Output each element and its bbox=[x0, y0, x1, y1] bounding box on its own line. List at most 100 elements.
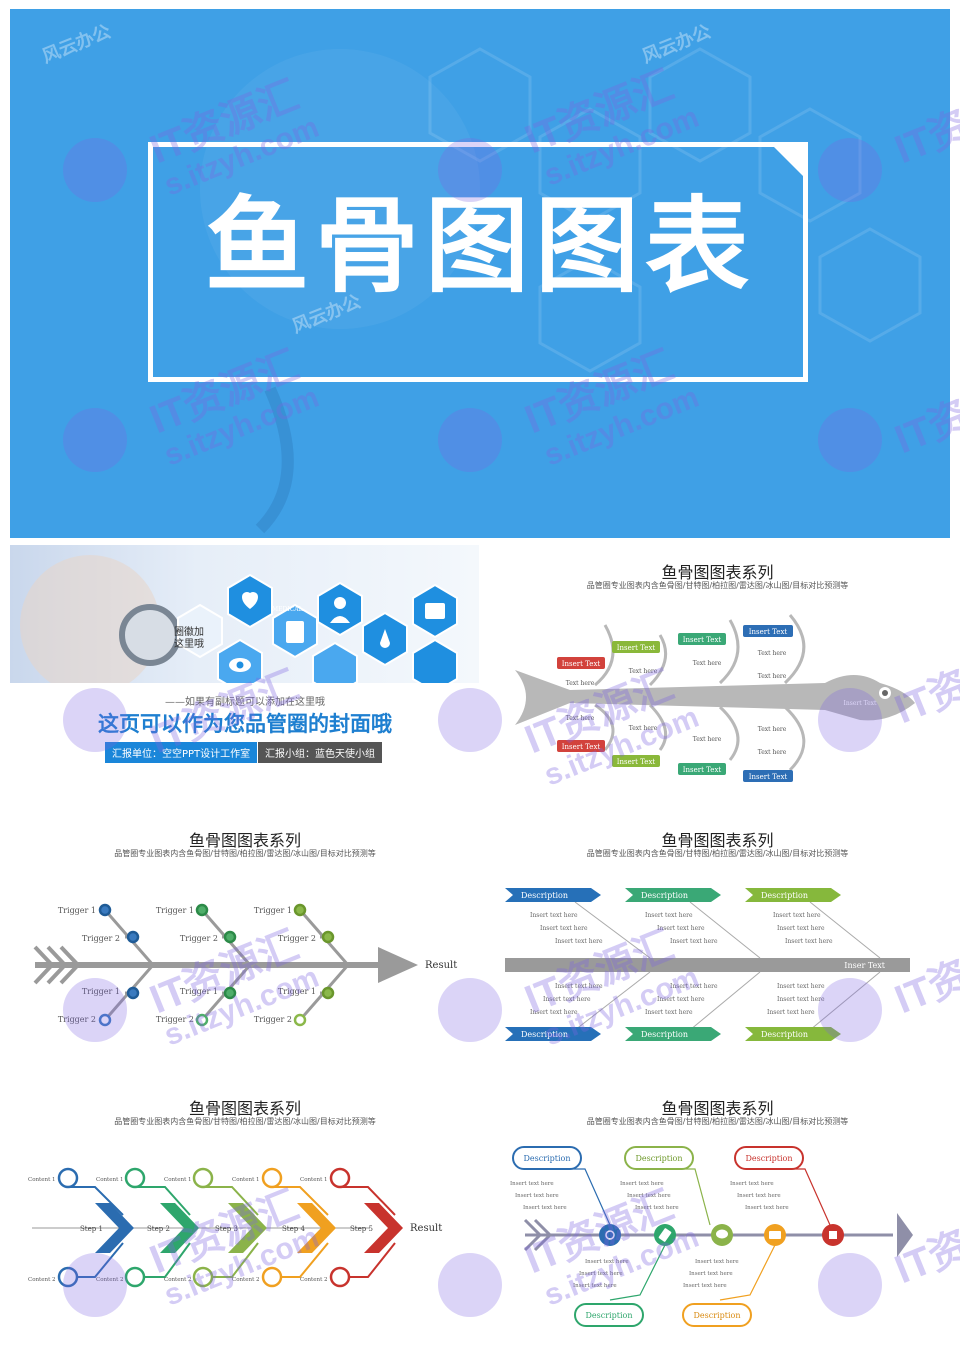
svg-text:Insert text here: Insert text here bbox=[510, 1181, 554, 1187]
svg-text:Insert text here: Insert text here bbox=[620, 1181, 664, 1187]
slide-description-fishbone[interactable]: 鱼骨图图表系列 品管圈专业图表内含鱼骨图/甘特图/柏拉图/雷达图/冰山图/目标对… bbox=[485, 815, 950, 1055]
svg-text:Insert text here: Insert text here bbox=[530, 1009, 578, 1016]
svg-text:Step 3: Step 3 bbox=[215, 1225, 238, 1233]
svg-text:Description: Description bbox=[521, 891, 568, 900]
slide-title: 鱼骨图图表系列 bbox=[661, 831, 774, 850]
cover-subtitle: ——如果有副标题可以添加在这里哦 bbox=[165, 697, 325, 708]
svg-text:Insert text here: Insert text here bbox=[573, 1283, 617, 1289]
cover-tag-group: 汇报小组：蓝色天使小组 bbox=[258, 742, 382, 763]
svg-text:Insert text here: Insert text here bbox=[730, 1181, 774, 1187]
cover-tag-unit: 汇报单位：空空PPT设计工作室 bbox=[105, 742, 258, 763]
svg-text:Step 1: Step 1 bbox=[80, 1225, 103, 1233]
slide-fish-shape[interactable]: 鱼骨图图表系列 品管圈专业图表内含鱼骨图/甘特图/柏拉图/雷达图/冰山图/目标对… bbox=[485, 545, 950, 785]
slide-title: 鱼骨图图表系列 bbox=[661, 1099, 774, 1118]
svg-text:Insert text here: Insert text here bbox=[585, 1259, 629, 1265]
svg-text:Text here: Text here bbox=[758, 650, 787, 657]
svg-text:Insert text here: Insert text here bbox=[635, 1205, 679, 1211]
svg-text:Insert text here: Insert text here bbox=[543, 996, 591, 1003]
svg-text:Insert Text: Insert Text bbox=[844, 700, 878, 707]
slide-title: 鱼骨图图表系列 bbox=[661, 563, 774, 582]
svg-text:Content 2: Content 2 bbox=[96, 1277, 124, 1283]
svg-text:Trigger 1: Trigger 1 bbox=[254, 906, 292, 915]
result-label: Result bbox=[410, 1223, 442, 1234]
svg-text:Insert Text: Insert Text bbox=[562, 743, 601, 751]
svg-text:Step 5: Step 5 bbox=[350, 1225, 373, 1233]
frame-corner-icon bbox=[774, 147, 804, 177]
slide-subtitle: 品管圈专业图表内含鱼骨图/甘特图/柏拉图/雷达图/冰山图/目标对比预测等 bbox=[114, 849, 376, 858]
svg-text:Trigger 2: Trigger 2 bbox=[82, 934, 120, 943]
svg-text:Text here: Text here bbox=[566, 680, 595, 687]
svg-text:Insert text here: Insert text here bbox=[670, 938, 718, 945]
result-label: Result bbox=[425, 960, 457, 971]
svg-text:Insert text here: Insert text here bbox=[785, 938, 833, 945]
svg-text:Insert text here: Insert text here bbox=[777, 925, 825, 932]
svg-text:Insert text here: Insert text here bbox=[767, 1009, 815, 1016]
svg-text:Insert text here: Insert text here bbox=[579, 1271, 623, 1277]
svg-text:Insert text here: Insert text here bbox=[540, 925, 588, 932]
svg-text:Content 1: Content 1 bbox=[300, 1177, 328, 1183]
svg-text:Text here: Text here bbox=[566, 715, 595, 722]
svg-text:Insert text here: Insert text here bbox=[670, 983, 718, 990]
slide-subtitle: 品管圈专业图表内含鱼骨图/甘特图/柏拉图/雷达图/冰山图/目标对比预测等 bbox=[114, 1117, 376, 1126]
svg-text:Step 2: Step 2 bbox=[147, 1225, 170, 1233]
svg-text:Insert text here: Insert text here bbox=[657, 996, 705, 1003]
hero-title: 鱼骨图图表 bbox=[204, 185, 755, 307]
svg-text:Insert Text: Insert Text bbox=[683, 636, 722, 644]
svg-text:Insert text here: Insert text here bbox=[530, 912, 578, 919]
svg-text:Content 2: Content 2 bbox=[232, 1277, 260, 1283]
svg-text:Insert text here: Insert text here bbox=[745, 1205, 789, 1211]
medical-hexagon-graphic: MEDICAL bbox=[20, 555, 458, 697]
svg-text:Description: Description bbox=[641, 891, 688, 900]
svg-text:Insert text here: Insert text here bbox=[777, 996, 825, 1003]
svg-text:Description: Description bbox=[524, 1154, 571, 1163]
svg-text:Insert text here: Insert text here bbox=[555, 938, 603, 945]
svg-text:Text here: Text here bbox=[629, 668, 658, 675]
slide-steps-fishbone[interactable]: 鱼骨图图表系列 品管圈专业图表内含鱼骨图/甘特图/柏拉图/雷达图/冰山图/目标对… bbox=[10, 1085, 480, 1325]
svg-text:Trigger 1: Trigger 1 bbox=[180, 987, 218, 996]
slide-subtitle: 品管圈专业图表内含鱼骨图/甘特图/柏拉图/雷达图/冰山图/目标对比预测等 bbox=[586, 581, 849, 590]
slide-title: 鱼骨图图表系列 bbox=[188, 831, 301, 850]
svg-text:Trigger 2: Trigger 2 bbox=[180, 934, 218, 943]
svg-text:Insert text here: Insert text here bbox=[773, 912, 821, 919]
svg-text:Trigger 2: Trigger 2 bbox=[58, 1015, 96, 1024]
svg-text:Insert text here: Insert text here bbox=[627, 1193, 671, 1199]
slide-bubble-fishbone[interactable]: 鱼骨图图表系列 品管圈专业图表内含鱼骨图/甘特图/柏拉图/雷达图/冰山图/目标对… bbox=[485, 1085, 950, 1335]
svg-text:Content 1: Content 1 bbox=[164, 1177, 192, 1183]
hero-background-pattern bbox=[200, 47, 922, 534]
svg-text:Trigger 1: Trigger 1 bbox=[58, 906, 96, 915]
cover-image: MEDICAL 圈徽加 这里哦 bbox=[10, 545, 479, 697]
svg-text:Insert Text: Insert Text bbox=[749, 628, 788, 636]
svg-text:Insert text here: Insert text here bbox=[737, 1193, 781, 1199]
hero-slide[interactable]: 鱼骨图图表 bbox=[10, 9, 950, 538]
svg-text:Description: Description bbox=[586, 1311, 633, 1320]
svg-text:Text here: Text here bbox=[758, 749, 787, 756]
svg-text:Trigger 1: Trigger 1 bbox=[278, 987, 316, 996]
svg-text:Content 1: Content 1 bbox=[96, 1177, 124, 1183]
svg-text:Insert Text: Insert Text bbox=[617, 644, 656, 652]
svg-text:Trigger 2: Trigger 2 bbox=[156, 1015, 194, 1024]
svg-text:Trigger 2: Trigger 2 bbox=[254, 1015, 292, 1024]
svg-text:Trigger 1: Trigger 1 bbox=[82, 987, 120, 996]
svg-text:Content 2: Content 2 bbox=[300, 1277, 328, 1283]
svg-text:Insert Text: Insert Text bbox=[562, 660, 601, 668]
svg-text:Insert text here: Insert text here bbox=[555, 983, 603, 990]
svg-text:Text here: Text here bbox=[693, 736, 722, 743]
cover-badge: 圈徽加 这里哦 bbox=[174, 627, 204, 650]
description-diagram: Inser Text Description Description Descr… bbox=[505, 888, 910, 1041]
svg-text:Content 1: Content 1 bbox=[28, 1177, 56, 1183]
trigger-diagram: Trigger 1 Trigger 2 Trigger 1 Trigger 2 Tr… bbox=[33, 903, 457, 1027]
svg-text:Description: Description bbox=[761, 891, 808, 900]
svg-text:Text here: Text here bbox=[693, 660, 722, 667]
slide-subtitle: 品管圈专业图表内含鱼骨图/甘特图/柏拉图/雷达图/冰山图/目标对比预测等 bbox=[586, 1117, 849, 1126]
svg-text:Trigger 2: Trigger 2 bbox=[278, 934, 316, 943]
svg-text:Insert text here: Insert text here bbox=[523, 1205, 567, 1211]
slide-trigger-fishbone[interactable]: 鱼骨图图表系列 品管圈专业图表内含鱼骨图/甘特图/柏拉图/雷达图/冰山图/目标对… bbox=[10, 815, 480, 1055]
slide-cover-template[interactable]: MEDICAL 圈徽加 这里哦 ——如果有副标题可以添加在这里哦 这页可以作为您… bbox=[10, 545, 480, 770]
steps-diagram: Step 1 Step 2 Step 3 Step 4 Step 5 Conte… bbox=[28, 1167, 442, 1288]
medical-label: MEDICAL bbox=[272, 606, 303, 613]
svg-text:Insert text here: Insert text here bbox=[689, 1271, 733, 1277]
svg-text:Insert text here: Insert text here bbox=[683, 1283, 727, 1289]
svg-text:Insert Text: Insert Text bbox=[617, 758, 656, 766]
svg-text:Description: Description bbox=[694, 1311, 741, 1320]
svg-text:Insert text here: Insert text here bbox=[695, 1259, 739, 1265]
